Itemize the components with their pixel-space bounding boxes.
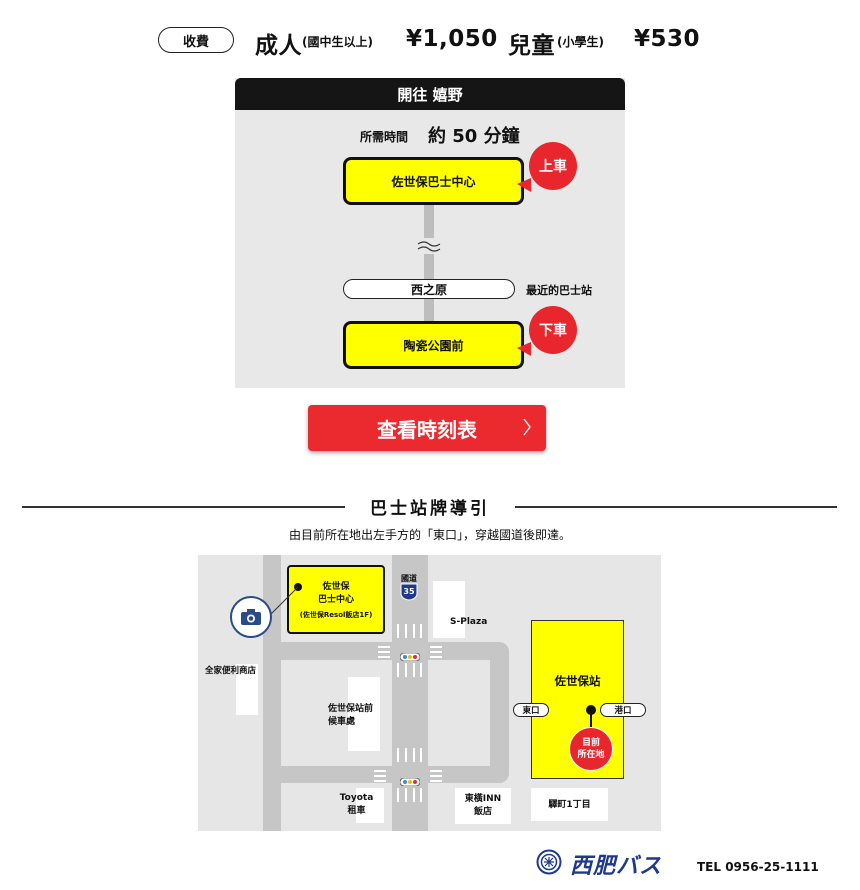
- view-timetable-label: 查看時刻表: [377, 417, 477, 442]
- family-mart-building: [236, 664, 258, 715]
- alight-badge: 下車: [529, 306, 577, 354]
- toyota-building: [356, 788, 384, 823]
- crosswalk-mid: [397, 662, 423, 681]
- toyota-label-2: 租車: [347, 806, 366, 816]
- current-location-dot: [586, 705, 596, 715]
- travel-time-value: 約 50 分鐘: [428, 126, 520, 147]
- port-exit-text: 港口: [614, 706, 632, 716]
- route-break-icon: [417, 241, 441, 252]
- saihi-bus-logo-icon: [536, 849, 562, 875]
- adult-price: ¥1,050: [406, 26, 498, 52]
- alight-stop: 陶瓷公園前: [343, 321, 524, 369]
- crosswalk-east-2: [430, 768, 442, 787]
- section-divider-right: [515, 506, 837, 508]
- route-shield-icon: [400, 583, 418, 601]
- splaza-building: [433, 581, 465, 638]
- board-stop-label: 佐世保巴士中心: [391, 174, 476, 189]
- saihi-bus-logo-text: 西肥バス: [570, 854, 663, 879]
- alight-badge-tail: [517, 342, 531, 356]
- contact-phone: TEL 0956-25-1111: [697, 860, 819, 874]
- current-location-pin: [590, 713, 592, 731]
- ekimae-label: 驛町1丁目: [548, 800, 591, 810]
- toyoko-inn-label-2: 飯店: [473, 807, 492, 817]
- east-exit-text: 東口: [522, 706, 540, 716]
- bus-center-name-2: 巴士中心: [317, 595, 354, 605]
- bus-center-name-1: 佐世保: [322, 582, 350, 592]
- travel-time-label: 所需時間: [360, 130, 409, 144]
- fare-label: 收費: [158, 27, 234, 53]
- view-timetable-button[interactable]: 查看時刻表: [308, 405, 546, 451]
- splaza-label: S-Plaza: [450, 617, 488, 627]
- national-route-number: 35: [403, 587, 415, 596]
- waiting-area-label-2: 候車處: [328, 717, 356, 727]
- crosswalk-east-1: [430, 644, 442, 663]
- toyoko-inn-label-1: 東橫INN: [464, 794, 502, 804]
- port-exit-label: 港口: [600, 703, 646, 717]
- crosswalk-west-1: [378, 644, 390, 663]
- sasebo-station-label: 佐世保站: [554, 674, 601, 688]
- road-lower: [281, 766, 509, 783]
- adult-label: 成人: [255, 33, 302, 59]
- toyoko-inn-building: [455, 788, 511, 824]
- toyota-label-1: Toyota: [339, 793, 374, 803]
- east-exit-label: 東口: [513, 703, 549, 717]
- bus-center-hotel: (佐世保Resol飯店1F): [299, 611, 373, 619]
- child-label: 兒童: [508, 33, 555, 59]
- board-badge: 上車: [529, 142, 577, 190]
- ekimae-building: [531, 788, 608, 821]
- crosswalk-bottom: [397, 787, 423, 806]
- current-location-badge: 目前 所在地: [569, 727, 613, 771]
- waiting-area-label-1: 佐世保站前: [328, 704, 374, 714]
- nearest-stop: 西之原: [343, 279, 515, 299]
- crosswalk-top: [397, 623, 423, 642]
- nearest-stop-label: 西之原: [410, 282, 447, 297]
- route-destination-header: 開往 嬉野: [235, 78, 625, 110]
- crosswalk-low: [397, 747, 423, 766]
- route-line: [424, 200, 434, 325]
- waiting-area-building: [348, 677, 380, 751]
- crosswalk-west-2: [374, 768, 386, 787]
- traffic-light-icon: [399, 646, 421, 665]
- chevron-right-icon: [522, 417, 532, 442]
- bus-center-building: [287, 565, 385, 634]
- national-route-label: 國道: [401, 574, 417, 583]
- board-stop: 佐世保巴士中心: [343, 157, 524, 205]
- current-location-line1: 目前: [581, 738, 600, 748]
- road-right: [490, 642, 509, 783]
- child-note: (小學生): [557, 35, 604, 49]
- camera-icon[interactable]: [230, 596, 272, 638]
- bus-stop-map: 佐世保 巴士中心 (佐世保Resol飯店1F) S-Plaza 國道 35 全家…: [198, 555, 661, 831]
- family-mart-label: 全家便利商店: [205, 666, 257, 676]
- route-break: [414, 238, 444, 254]
- alight-stop-label: 陶瓷公園前: [403, 338, 464, 353]
- nearest-stop-note: 最近的巴士站: [526, 284, 592, 297]
- guide-description: 由目前所在地出左手方的「東口」，穿越國道後即達。: [288, 528, 571, 542]
- traffic-light-icon: [399, 771, 421, 790]
- board-badge-tail: [517, 178, 531, 192]
- adult-note: (國中生以上): [302, 35, 373, 49]
- section-divider-left: [22, 506, 345, 508]
- guide-title: 巴士站牌導引: [370, 499, 490, 519]
- current-location-line2: 所在地: [577, 750, 605, 760]
- child-price: ¥530: [634, 26, 701, 52]
